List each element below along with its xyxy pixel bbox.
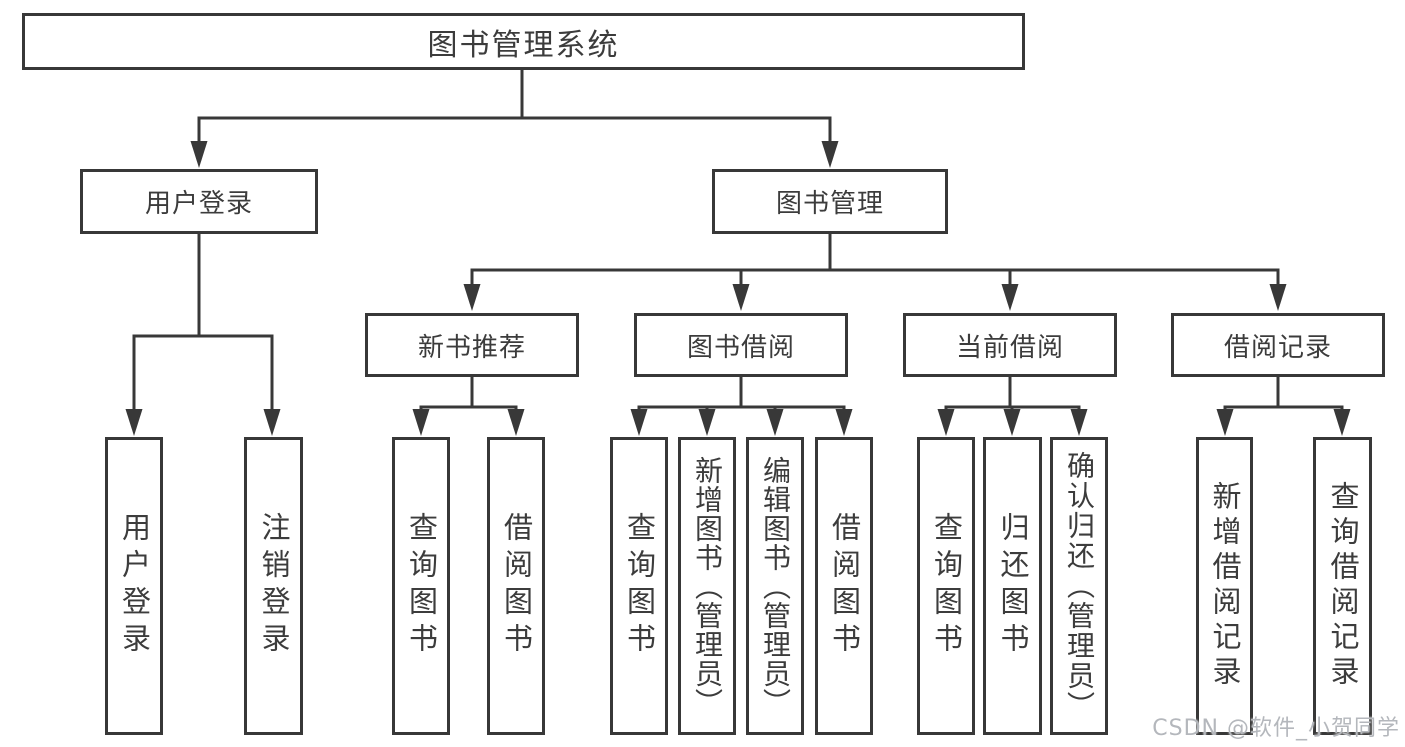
leaf-logout: 注销登录 xyxy=(244,437,303,735)
leaf-query-books-borrow: 查询图书 xyxy=(610,437,668,735)
connector-new-book-rec-to-leaves xyxy=(412,375,525,436)
leaf-query-books-current: 查询图书 xyxy=(917,437,975,735)
csdn-watermark: CSDN @软件_小贺同学 xyxy=(1152,716,1400,741)
node-label: 借阅图书 xyxy=(827,512,862,660)
node-user-login-branch: 用户登录 xyxy=(80,169,318,234)
connector-borrow-records-to-leaves xyxy=(1216,375,1351,436)
node-book-management-branch: 图书管理 xyxy=(712,169,948,234)
connector-book-mgmt-to-sections xyxy=(463,232,1287,311)
node-label: 归还图书 xyxy=(996,512,1030,660)
leaf-borrow-books-newrec: 借阅图书 xyxy=(487,437,545,735)
leaf-query-books-newrec: 查询图书 xyxy=(392,437,450,735)
leaf-add-borrow-record: 新增借阅记录 xyxy=(1196,437,1253,735)
leaf-add-books-admin: 新增图书（管理员） xyxy=(678,437,736,735)
node-label: 查询图书 xyxy=(404,512,439,660)
leaf-edit-books-admin: 编辑图书（管理员） xyxy=(746,437,804,735)
connector-book-borrow-to-leaves xyxy=(630,375,853,436)
node-label: 查询图书 xyxy=(929,512,964,660)
node-new-book-recommend: 新书推荐 xyxy=(365,313,579,377)
node-label: 图书管理 xyxy=(775,189,884,219)
node-label: 查询图书 xyxy=(622,512,657,660)
leaf-confirm-return-admin: 确认归还（管理员） xyxy=(1050,437,1108,735)
leaf-borrow-books-borrow: 借阅图书 xyxy=(815,437,873,735)
node-label: 确认归还（管理员） xyxy=(1063,451,1096,721)
leaf-return-books: 归还图书 xyxy=(983,437,1042,735)
node-label: 注销登录 xyxy=(257,512,291,660)
connector-user-login-to-leaves xyxy=(125,232,281,436)
connector-current-borrow-to-leaves xyxy=(937,375,1088,436)
node-book-borrowing: 图书借阅 xyxy=(634,313,848,377)
node-borrowing-records: 借阅记录 xyxy=(1171,313,1385,377)
node-label: 查询借阅记录 xyxy=(1326,481,1360,691)
leaf-query-borrow-record: 查询借阅记录 xyxy=(1313,437,1372,735)
node-current-borrowing: 当前借阅 xyxy=(903,313,1117,377)
node-label: 新书推荐 xyxy=(417,332,526,363)
node-label: 用户登录 xyxy=(144,189,253,219)
node-label: 新增借阅记录 xyxy=(1208,481,1242,691)
node-label: 当前借阅 xyxy=(955,332,1064,363)
node-label: 借阅记录 xyxy=(1223,332,1332,363)
connector-root-to-branches xyxy=(190,68,839,168)
node-label: 用户登录 xyxy=(117,512,152,660)
node-label: 借阅图书 xyxy=(499,512,534,660)
node-label: 图书借阅 xyxy=(686,332,795,363)
leaf-user-login: 用户登录 xyxy=(105,437,163,735)
node-label: 编辑图书（管理员） xyxy=(759,455,792,717)
node-label: 图书管理系统 xyxy=(427,27,620,63)
node-label: 新增图书（管理员） xyxy=(691,455,724,717)
node-library-management-system: 图书管理系统 xyxy=(22,13,1025,70)
